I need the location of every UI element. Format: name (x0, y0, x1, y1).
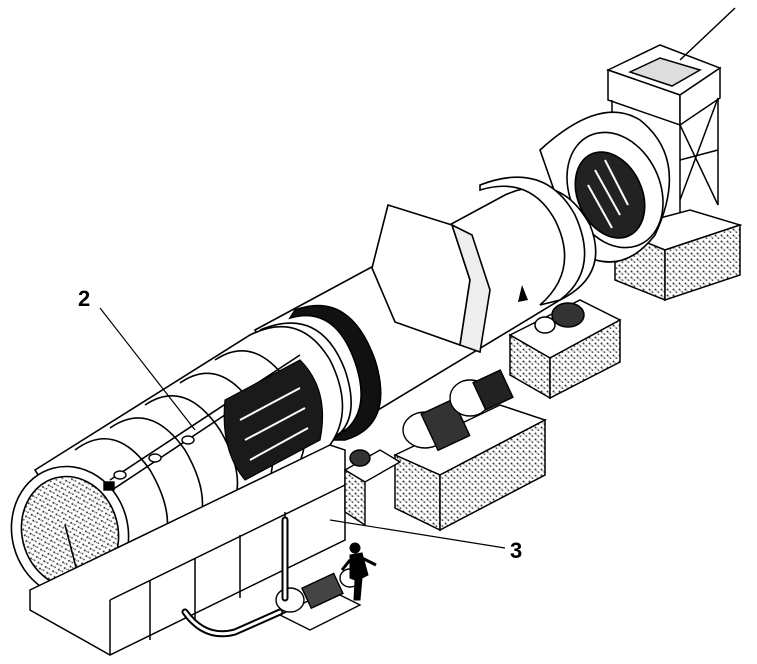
callout-label-2: 2 (78, 286, 90, 311)
callout-label-3: 3 (510, 538, 522, 563)
feed-hopper (606, 7, 736, 127)
drive-foundation (393, 404, 547, 532)
burner-fittings (103, 435, 195, 491)
leader-2 (99, 307, 196, 431)
rotation-arrow (518, 285, 528, 302)
callout-leaders (99, 307, 506, 549)
hood-cutaway (223, 359, 324, 481)
hopper-support-frame (611, 97, 719, 230)
riding-ring-main (288, 304, 382, 441)
riding-ring-feed (479, 176, 586, 306)
drive-motor (402, 369, 514, 452)
operator-figure (340, 542, 377, 601)
pump-unit (275, 568, 362, 631)
supply-pipe-inner (183, 518, 287, 636)
leader-3 (329, 519, 506, 549)
gear-guard (371, 203, 491, 354)
support-roller-station (508, 299, 622, 400)
support-roller-front (343, 449, 402, 527)
